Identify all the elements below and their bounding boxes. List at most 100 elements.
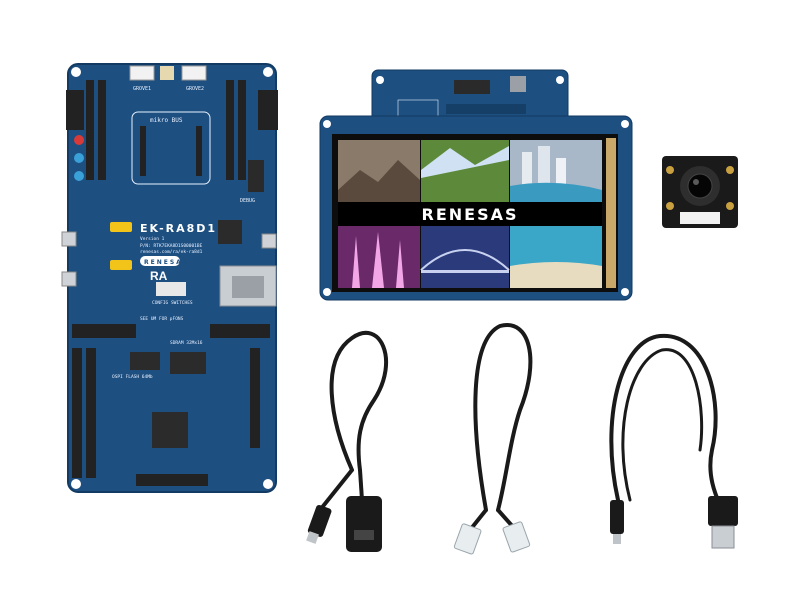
renesas-badge (140, 256, 180, 266)
camera-module (662, 156, 738, 228)
component (510, 76, 526, 92)
pin-header (140, 126, 146, 176)
fpc-connector (454, 80, 490, 94)
pin-header-block (72, 324, 136, 338)
building (522, 152, 532, 186)
config-switches (156, 282, 186, 296)
grove1-label: GROVE1 (133, 86, 151, 92)
board-model-label: EK-RA8D1 (140, 222, 217, 235)
mounting-hole (376, 76, 384, 84)
ethernet-cable (453, 323, 533, 555)
cable-loop (473, 323, 533, 512)
mounting-hole (621, 288, 629, 296)
jumper (110, 222, 132, 232)
display-screen: RENESAS (338, 140, 602, 288)
pin-header-block (210, 324, 270, 338)
usb-port (61, 271, 77, 287)
rj45-plug (453, 523, 482, 555)
micro-usb-plug (610, 500, 624, 534)
pin-header (196, 126, 202, 176)
mcu-chip (218, 220, 242, 244)
bottom-pin-header (136, 474, 208, 486)
mounting-hole (71, 67, 81, 77)
ethernet-port (219, 265, 277, 307)
cable-loop (621, 348, 704, 502)
flex-strip (606, 138, 616, 288)
debug-mcu-chip (152, 412, 188, 448)
bridge-arch (420, 249, 510, 271)
board-url-label: renesas.com/ra/ek-ra8d1 (140, 249, 203, 255)
pin-header (226, 80, 234, 180)
grove2-label: GROVE2 (186, 86, 204, 92)
debug-label: DEBUG (240, 198, 255, 204)
ethernet-socket (232, 276, 264, 298)
jumper (110, 260, 132, 270)
micro-usb-plug (307, 504, 332, 537)
mounting-hole (726, 166, 734, 174)
mounting-hole (263, 479, 273, 489)
usb-port (61, 231, 77, 247)
reset-button[interactable] (74, 135, 84, 145)
usb-a-plug-body (708, 496, 738, 526)
pin-header (238, 80, 246, 180)
cable-loop (609, 333, 724, 512)
sdram-chip (170, 352, 206, 374)
rj45-plug (502, 521, 531, 553)
mounting-hole (556, 76, 564, 84)
led-component (160, 66, 174, 80)
display-logo-text: RENESAS (422, 205, 519, 224)
mounting-hole (666, 202, 674, 210)
mounting-hole (71, 479, 81, 489)
pin-header (250, 348, 260, 448)
ra-family-label: RA (150, 269, 168, 283)
edge-connector (66, 90, 84, 130)
mounting-hole (666, 166, 674, 174)
fountain-jets (352, 232, 404, 288)
micro-usb-tip (306, 531, 319, 544)
mikrobus-label: mikro BUS (150, 117, 183, 124)
lens-reflection (693, 179, 699, 185)
usb-cable (609, 333, 738, 549)
lcd-display-module: RENESAS (319, 69, 633, 301)
snow-peaks (421, 146, 509, 178)
pin-header (72, 348, 82, 478)
component-row (446, 104, 526, 114)
mountain-silhouette (338, 160, 420, 202)
bay-water (510, 182, 602, 202)
grove1-connector (129, 65, 155, 81)
pin-header (98, 80, 106, 180)
see-um-label: SEE UM FOR pFONS (140, 316, 184, 322)
cable-loop (329, 330, 389, 472)
bridge-deck (421, 270, 509, 273)
board-pn-label: P/N: RTK7EKA8D1S00001BE (140, 243, 203, 249)
usb-a-plug-tip (711, 525, 735, 549)
cable-lead (318, 468, 354, 512)
usb-port (261, 233, 277, 249)
edge-connector (258, 90, 278, 130)
beach-sand (510, 262, 602, 288)
camera-header (680, 212, 720, 224)
micro-usb-tip (613, 534, 621, 544)
usb-a-female-socket (346, 496, 382, 552)
config-label: CONFIG SWITCHES (152, 300, 193, 306)
pin-header (86, 348, 96, 478)
mounting-hole (621, 120, 629, 128)
mounting-hole (726, 202, 734, 210)
building (556, 158, 566, 186)
pin-header (86, 80, 94, 180)
usb-socket-opening (354, 530, 374, 540)
flash-label: OSPI FLASH 64Mb (112, 374, 153, 380)
ospi-flash-chip (130, 352, 160, 370)
building (538, 146, 550, 186)
debug-connector (248, 160, 264, 192)
user-button[interactable] (74, 153, 84, 163)
ek-ra8d1-board: GROVE1 GROVE2 mikro BUS DEBUG EK-RA8D1 V… (61, 63, 278, 493)
user-button[interactable] (74, 171, 84, 181)
mounting-hole (323, 120, 331, 128)
usb-otg-cable (306, 330, 389, 552)
mounting-hole (263, 67, 273, 77)
logo-strip (338, 202, 602, 226)
photo-tile-harbour-bridge (421, 226, 509, 288)
grove2-connector (181, 65, 207, 81)
